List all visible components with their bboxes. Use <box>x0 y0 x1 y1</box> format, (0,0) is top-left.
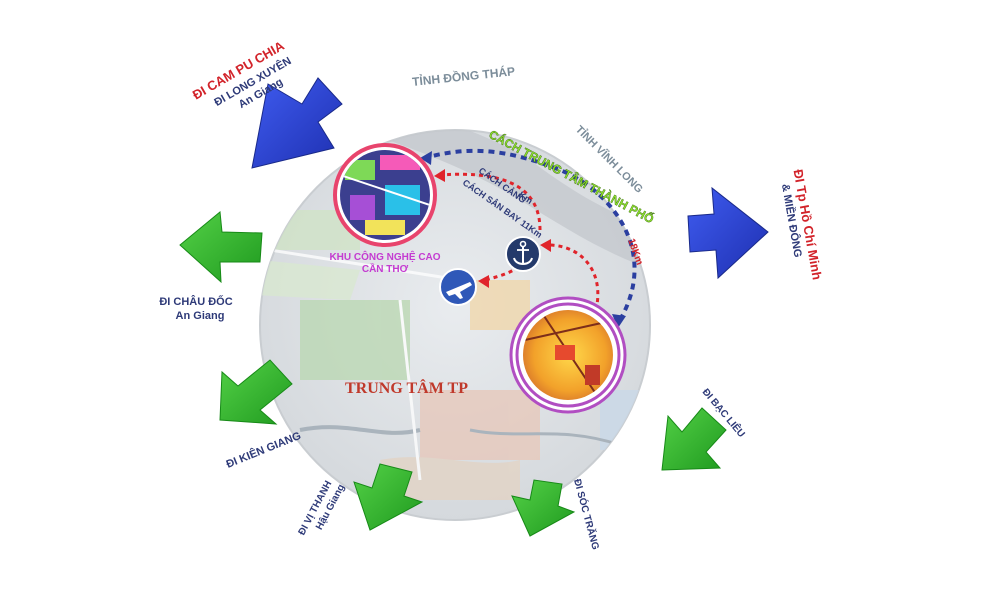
label-dong-thap: TỈNH ĐỒNG THÁP <box>411 63 515 89</box>
route-center-to-port <box>547 243 600 311</box>
route-lines <box>420 148 637 328</box>
arrow-to-vi-thanh <box>353 463 424 531</box>
arrow-to-hcm <box>687 186 769 280</box>
tech-park-marker <box>333 143 437 247</box>
arrow-to-chau-doc <box>179 211 263 284</box>
tech-park-subtitle: CẦN THƠ <box>362 262 409 275</box>
city-center-marker <box>509 296 627 414</box>
route-center-to-tech <box>424 148 637 321</box>
label-city-center: TRUNG TÂM TP <box>345 378 468 397</box>
arrow-to-soc-trang <box>511 479 576 537</box>
arrow-to-kien-giang <box>219 359 293 425</box>
label-dir-chau-doc-an-giang: An Giang <box>176 310 225 322</box>
anchor-icon <box>505 236 541 272</box>
route-port-to-airport <box>484 254 532 282</box>
airplane-icon <box>439 268 477 306</box>
label-dir-soc-trang: ĐI SÓC TRĂNG <box>571 477 602 551</box>
arrow-to-bac-lieu <box>661 407 727 471</box>
tech-park-title: KHU CÔNG NGHỆ CAO <box>329 250 440 263</box>
label-dir-kien-giang: ĐI KIÊN GIANG <box>224 429 303 471</box>
label-dir-chau-doc: ĐI CHÂU ĐỐC <box>159 294 232 308</box>
arrow-to-cambodia <box>251 77 343 169</box>
